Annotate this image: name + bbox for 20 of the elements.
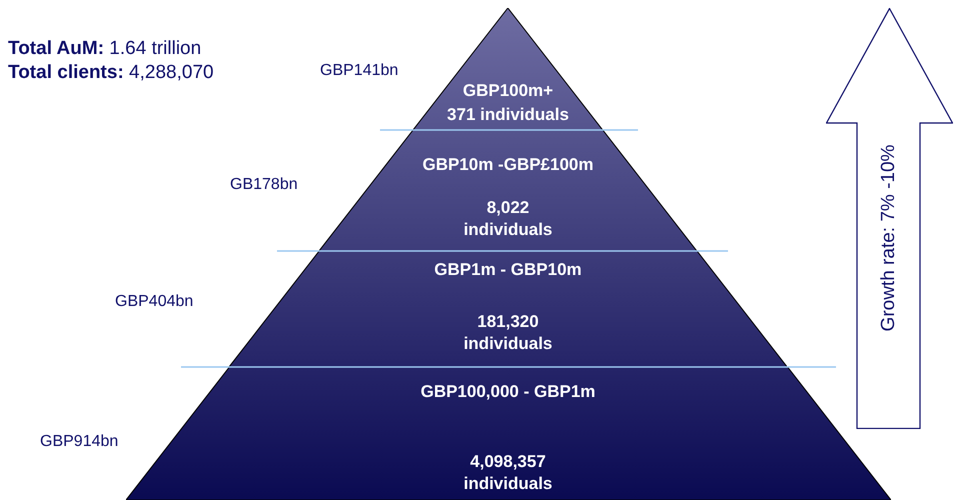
client-count-label: 181,320 individuals bbox=[462, 311, 554, 355]
wealth-band-label: GBP1m - GBP10m bbox=[433, 259, 583, 281]
pyramid-tier bbox=[126, 367, 890, 500]
wealth-band-label: GBP100,000 - GBP1m bbox=[420, 381, 596, 403]
asset-value-label: GBP141bn bbox=[320, 62, 398, 80]
summary-text: Total AuM: 1.64 trillion bbox=[8, 38, 202, 60]
up-arrow-shape bbox=[826, 8, 953, 429]
summary-text: Total clients: 4,288,070 bbox=[8, 62, 214, 84]
asset-value-label: GBP404bn bbox=[115, 293, 194, 311]
client-count-label: 8,022 individuals bbox=[462, 197, 554, 241]
wealth-band-label: GBP100m+ bbox=[462, 80, 554, 102]
asset-value-label: GB178bn bbox=[230, 176, 298, 194]
client-count-label: 371 individuals bbox=[446, 104, 570, 126]
pyramid-tier bbox=[228, 251, 788, 367]
pyramid-apex-tier bbox=[413, 8, 603, 130]
wealth-band-label: GBP10m -GBP£100m bbox=[421, 154, 594, 176]
client-count-label: 4,098,357 individuals bbox=[462, 451, 554, 495]
asset-value-label: GBP914bn bbox=[40, 433, 118, 451]
pyramid-tier bbox=[319, 130, 697, 251]
growth-rate-label: Growth rate: 7% -10% bbox=[878, 144, 900, 332]
